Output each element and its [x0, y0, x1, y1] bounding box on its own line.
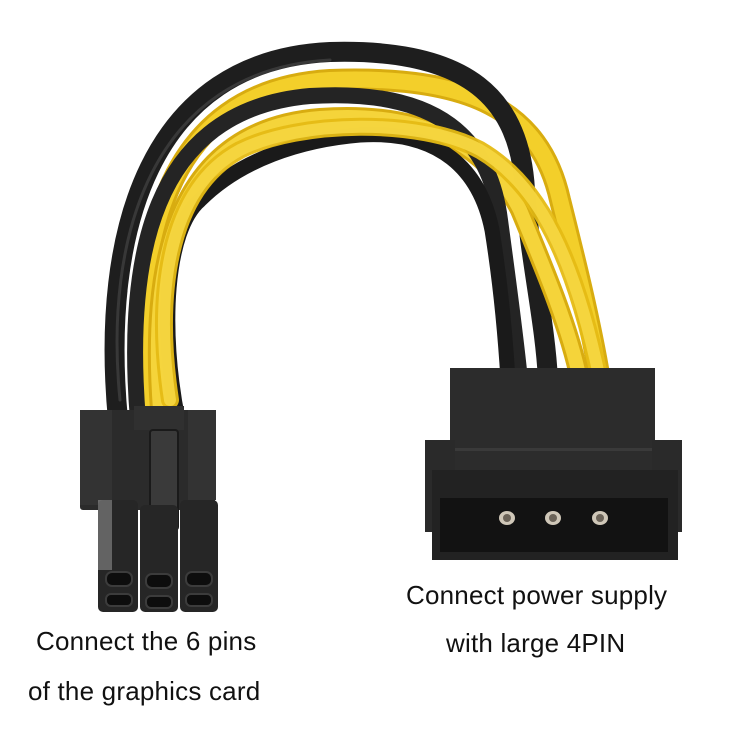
- molex-pins: [499, 511, 608, 525]
- black-wire-inner-1: [127, 87, 528, 428]
- caption-right-line2: with large 4PIN: [446, 628, 626, 658]
- pcie-6pin-connector: [80, 406, 218, 612]
- wires: [104, 41, 611, 431]
- caption-left-line1: Connect the 6 pins: [36, 626, 257, 656]
- caption-left-line2: of the graphics card: [28, 676, 261, 706]
- pin-holes: [105, 571, 213, 609]
- molex-4pin-connector: [425, 368, 682, 560]
- caption-right-line1: Connect power supply: [406, 580, 668, 610]
